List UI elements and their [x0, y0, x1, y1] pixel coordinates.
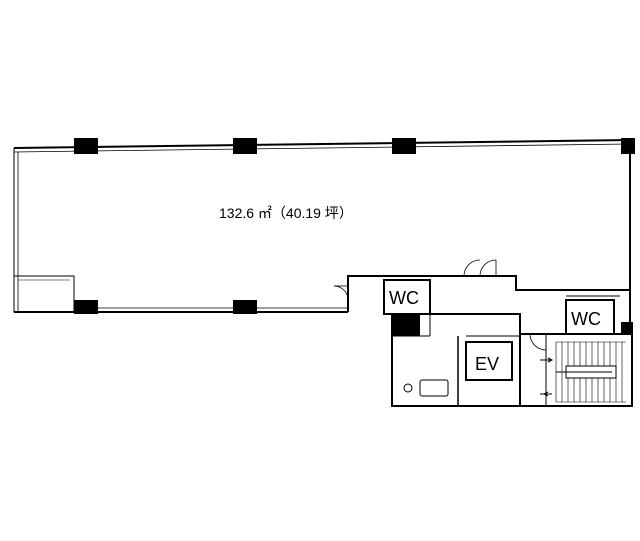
column [233, 300, 257, 314]
door-swing [529, 333, 547, 351]
top-wall [13, 139, 631, 149]
door-swing [479, 259, 497, 277]
column [233, 138, 257, 154]
wc-label-right: WC [571, 309, 601, 329]
structural-columns [74, 138, 635, 336]
office-space [13, 139, 631, 322]
column [621, 138, 635, 154]
kitchen-sink [419, 379, 449, 397]
stair-block [519, 333, 633, 407]
elevator [465, 341, 513, 381]
staircase [540, 341, 626, 403]
column [74, 138, 98, 154]
balcony [13, 275, 75, 313]
corridor-wall [347, 275, 630, 312]
column [392, 138, 416, 154]
core-area [333, 259, 633, 407]
ev-label: EV [475, 354, 499, 374]
door-swing [333, 285, 349, 301]
column [74, 300, 98, 314]
wc-label-left: WC [389, 288, 419, 308]
column [392, 314, 420, 336]
column [621, 322, 633, 334]
area-label: 132.6 ㎡（40.19 坪） [219, 205, 353, 221]
sink-drain [403, 383, 413, 393]
